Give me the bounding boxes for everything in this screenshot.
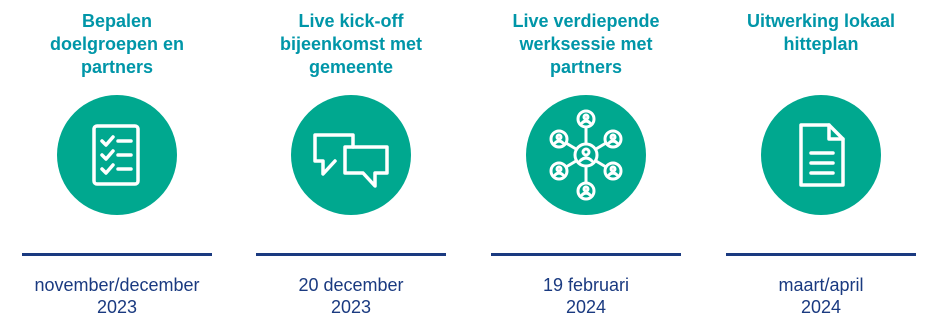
step-date: maart/april 2024: [778, 275, 864, 317]
step-title: Uitwerking lokaal hitteplan: [746, 11, 896, 54]
timeline-step-1: Bepalen doelgroepen en partners november…: [0, 0, 234, 321]
checklist-icon: [57, 95, 177, 215]
step-divider: [491, 253, 681, 256]
chat-bubbles-icon: [291, 95, 411, 215]
step-title: Live kick-off bijeenkomst met gemeente: [279, 11, 423, 77]
step-title: Bepalen doelgroepen en partners: [49, 11, 184, 77]
network-people-icon: [526, 95, 646, 215]
step-divider: [256, 253, 446, 256]
timeline-step-2: Live kick-off bijeenkomst met gemeente 2…: [234, 0, 468, 321]
step-date: november/december 2023: [34, 275, 200, 317]
document-icon: [761, 95, 881, 215]
timeline-step-4: Uitwerking lokaal hitteplan maart/april …: [704, 0, 938, 321]
step-date: 19 februari 2024: [542, 275, 630, 317]
step-divider: [726, 253, 916, 256]
step-divider: [22, 253, 212, 256]
timeline-step-3: Live verdiepende werksessie met partners: [469, 0, 703, 321]
step-title: Live verdiepende werksessie met partners: [512, 11, 660, 77]
step-date: 20 december 2023: [298, 275, 404, 317]
